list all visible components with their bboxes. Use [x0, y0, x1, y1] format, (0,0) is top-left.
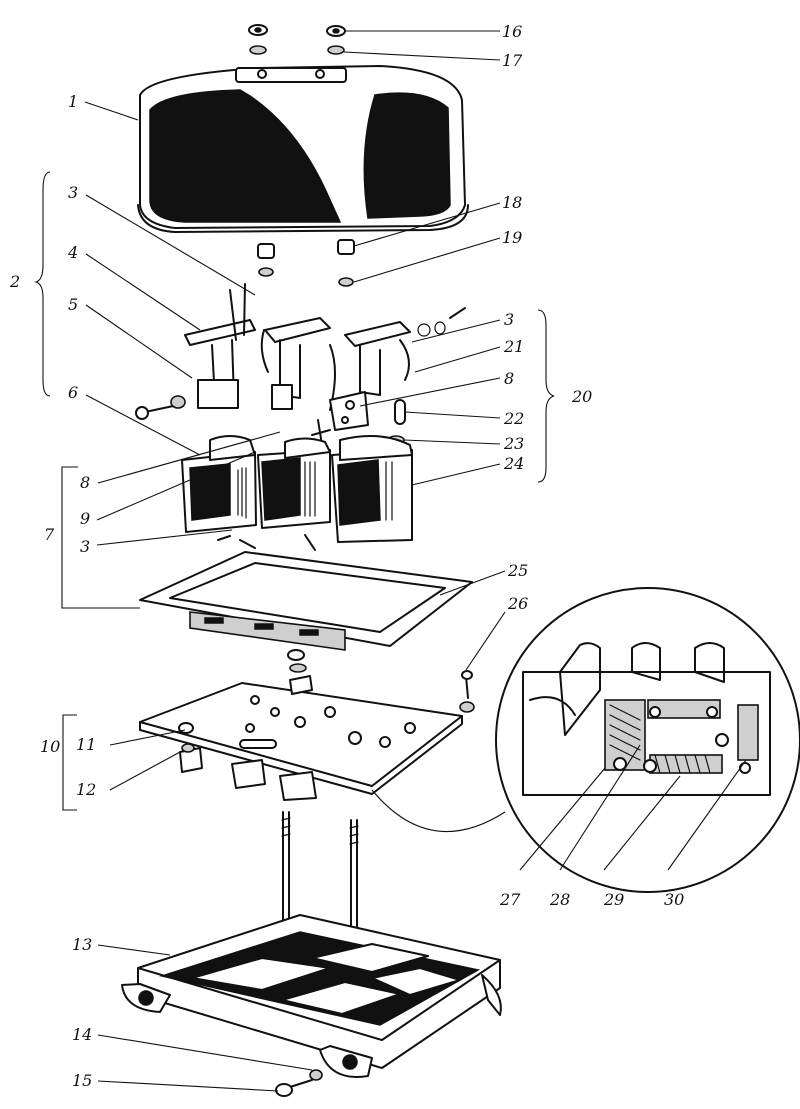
callout-3-upper: 3 [68, 183, 78, 202]
callout-11: 11 [76, 735, 96, 754]
callout-17: 17 [502, 51, 523, 70]
bracket-10 [62, 714, 77, 811]
callout-18: 18 [502, 193, 522, 212]
bracket-7 [61, 466, 140, 609]
callout-20: 20 [571, 387, 592, 406]
callout-30: 30 [664, 890, 684, 909]
callout-3-right: 3 [504, 310, 514, 329]
callout-8-left: 8 [80, 473, 90, 492]
armature-assembly [135, 283, 466, 446]
cover [137, 65, 469, 233]
callout-15: 15 [72, 1071, 92, 1090]
callout-14: 14 [72, 1025, 92, 1044]
cover-nuts-top [248, 24, 346, 55]
callout-28: 28 [549, 890, 570, 909]
callout-29: 29 [603, 890, 624, 909]
base [121, 914, 502, 1078]
callout-19: 19 [502, 228, 522, 247]
callout-27: 27 [499, 890, 521, 909]
bracket-20 [537, 309, 555, 483]
leader-lines [84, 30, 747, 1092]
callout-13: 13 [72, 935, 92, 954]
callout-23: 23 [503, 434, 524, 453]
callout-7: 7 [44, 525, 55, 544]
coil-stack [181, 435, 413, 551]
base-screw [275, 1069, 323, 1097]
callout-2: 2 [9, 272, 20, 291]
callout-8-right: 8 [504, 369, 514, 388]
detail-view [495, 587, 800, 893]
callout-24: 24 [503, 454, 524, 473]
terminal-plate [139, 649, 475, 801]
callout-4: 4 [67, 243, 78, 262]
callout-5: 5 [68, 295, 78, 314]
callout-26: 26 [507, 594, 528, 613]
callout-1: 1 [68, 92, 78, 111]
gasket [139, 551, 473, 651]
callout-3-lower: 3 [80, 537, 90, 556]
bracket-2 [34, 171, 51, 397]
callout-12: 12 [76, 780, 96, 799]
callout-9: 9 [80, 509, 90, 528]
callout-6: 6 [68, 383, 78, 402]
callout-21: 21 [503, 337, 524, 356]
callout-16: 16 [502, 22, 522, 41]
detail-arrow [371, 789, 506, 833]
cover-nuts-bottom [257, 239, 355, 287]
callout-labels: 1 2 3 4 5 6 7 8 9 3 10 11 12 13 14 15 16… [9, 22, 684, 1090]
callout-10: 10 [40, 737, 60, 756]
callout-25: 25 [507, 561, 528, 580]
callout-22: 22 [503, 409, 524, 428]
